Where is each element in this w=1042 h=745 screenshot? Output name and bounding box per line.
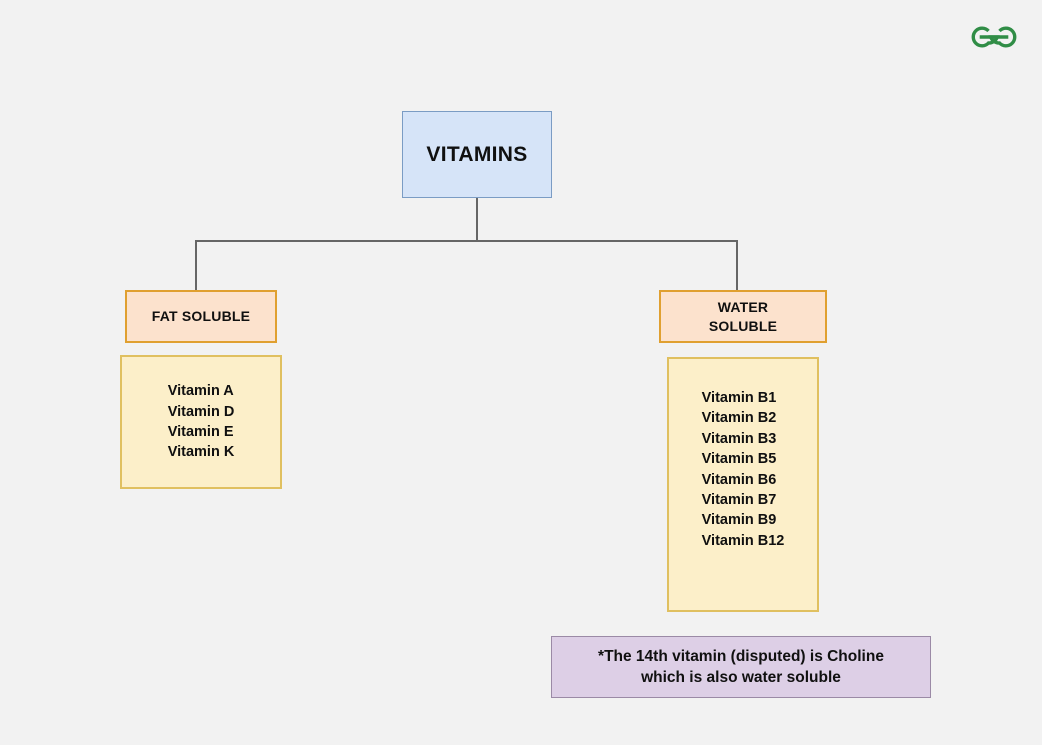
footnote-line2: which is also water soluble — [641, 669, 841, 686]
node-water-soluble: WATER SOLUBLE — [659, 290, 827, 343]
connector-drop-right — [736, 240, 738, 290]
node-vitamins-root: VITAMINS — [402, 111, 552, 198]
node-water-soluble-label-line2: SOLUBLE — [708, 317, 778, 334]
list-item: Vitamin E — [167, 424, 234, 440]
list-item: Vitamin B7 — [701, 491, 777, 508]
geeksforgeeks-logo-icon — [971, 26, 1017, 48]
list-item: Vitamin K — [167, 444, 235, 461]
node-vitamins-root-label: VITAMINS — [426, 142, 528, 166]
node-water-soluble-label: WATER SOLUBLE — [709, 298, 777, 336]
node-fat-soluble: FAT SOLUBLE — [125, 290, 277, 343]
list-item: Vitamin D — [167, 403, 235, 420]
footnote-line1: *The 14th vitamin (disputed) is Choline — [598, 647, 884, 665]
list-item: Vitamin B9 — [701, 512, 777, 529]
list-item: Vitamin B12 — [701, 532, 785, 549]
geeksforgeeks-logo — [967, 16, 1021, 56]
list-item: Vitamin B6 — [701, 471, 777, 488]
node-water-soluble-label-line1: WATER — [717, 298, 769, 315]
node-fat-soluble-label: FAT SOLUBLE — [151, 308, 251, 325]
connector-root-stem — [476, 198, 478, 242]
footnote-text: *The 14th vitamin (disputed) is Choline … — [598, 646, 884, 689]
list-item: Vitamin B5 — [701, 451, 777, 468]
list-water-soluble-vitamins: Vitamin B1 Vitamin B2 Vitamin B3 Vitamin… — [667, 357, 819, 612]
connector-horizontal-bar — [195, 240, 738, 242]
list-item: Vitamin B2 — [701, 410, 777, 427]
list-item: Vitamin A — [167, 383, 234, 400]
connector-drop-left — [195, 240, 197, 290]
list-item: Vitamin B1 — [701, 389, 777, 406]
list-item: Vitamin B3 — [701, 430, 777, 447]
footnote-box: *The 14th vitamin (disputed) is Choline … — [551, 636, 931, 698]
list-fat-soluble-vitamins: Vitamin A Vitamin D Vitamin E Vitamin K — [120, 355, 282, 489]
